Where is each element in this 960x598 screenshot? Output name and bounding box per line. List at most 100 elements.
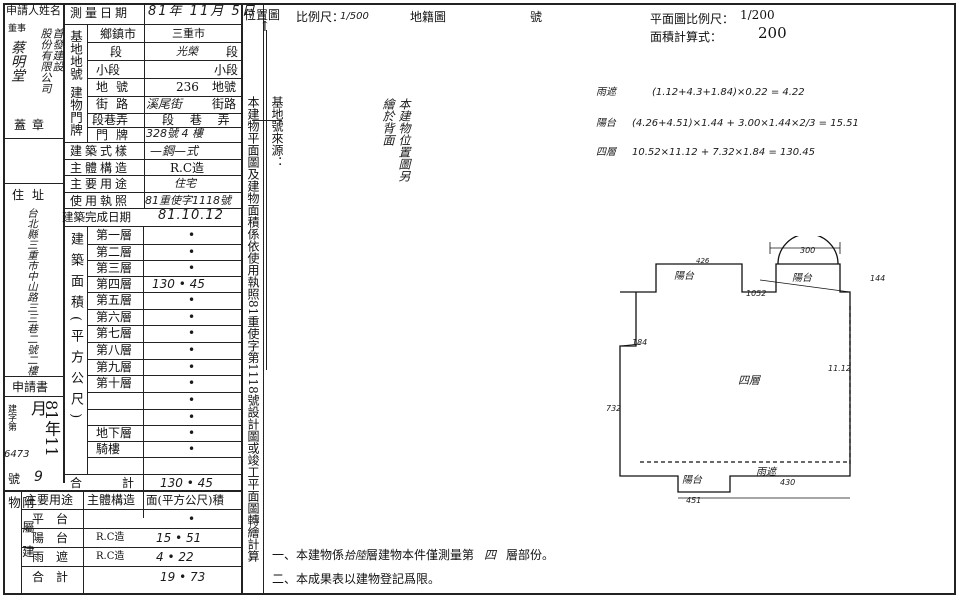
lot-label-right: 地號 [212, 80, 237, 94]
floor-row-name: 第六層 [96, 310, 133, 324]
plan-dim-300: 300 [800, 246, 816, 255]
main-struct-label: 主體構造 [70, 161, 131, 175]
street-value: 溪尾街 [146, 97, 183, 111]
application-label: 申請書 [12, 380, 49, 394]
floor-row-name: 第三層 [96, 261, 133, 275]
attached-row-area: • [188, 512, 196, 526]
applicant-person: 蔡明堂 [9, 40, 25, 82]
north-arrow-icon: ↑ [259, 19, 271, 35]
subsection-label-right: 小段 [214, 63, 239, 77]
floor-row-value: • [188, 228, 196, 242]
location-label: 位置圖 [244, 8, 281, 22]
floor-plan-drawing [619, 236, 851, 499]
plan-dim-1112: 11.12 [828, 364, 851, 373]
floor-row-name: 第二層 [96, 245, 133, 259]
applicant-stamp: 蓋章 [14, 118, 51, 132]
floor-row-value: • [188, 293, 196, 307]
application-word: 建字第 [6, 404, 16, 431]
applicant-developer-line: 首發建設 [50, 28, 64, 118]
struct-style-value: —鋼—式 [150, 144, 199, 158]
floor-row-value: • [188, 393, 196, 407]
floor-row-name: 第九層 [96, 360, 133, 374]
floor-row-name: 第一層 [96, 228, 133, 242]
attached-row-use: 平台 [32, 512, 81, 526]
attached-row-use: 陽台 [32, 531, 81, 545]
main-struct-value: R.C造 [170, 161, 205, 175]
use-value: 住宅 [174, 177, 196, 190]
floor-row-value: • [188, 261, 196, 275]
town-value: 三重市 [172, 27, 205, 40]
lane-value: 段 巷 弄 [162, 113, 236, 127]
plan-balcony-bottom: 陽台 [682, 475, 702, 486]
floor-row-value: • [188, 426, 196, 440]
note1-hand: 拾陸 [344, 549, 367, 562]
floors-group-label: 建築面積(平方公尺) [68, 232, 83, 427]
survey-date-value: 81年 11月 5日 [148, 4, 257, 19]
applicant-role: 董事 [8, 24, 27, 34]
attached-side-label: 附屬建物 [6, 496, 35, 570]
scale-label: 比例尺： [296, 10, 345, 24]
floor-row-value: • [188, 360, 196, 374]
plan-balcony-left: 陽台 [674, 271, 694, 282]
plan-scale-value: 1/200 [740, 8, 775, 22]
formula-balcony-expr: (4.26+4.51)×1.44 + 3.00×1.44×2/3 = 15.51 [632, 118, 859, 129]
attached-header-use: 主要用途 [25, 493, 74, 507]
separate-note: 本建物位置圖另繪於背面 [381, 98, 411, 182]
number-label: 門牌 [96, 128, 137, 142]
plan-rain-label: 雨遮 [756, 467, 776, 478]
note1-suffix: 層部份。 [506, 548, 555, 562]
attached-row-use: 雨遮 [32, 550, 81, 564]
plan-scale-label: 平面圖比例尺： [650, 12, 735, 26]
application-hand-number: 6473 [4, 449, 30, 460]
plan-dim-426: 426 [696, 257, 710, 265]
completion-label: 建築完成日期 [62, 210, 131, 224]
permit-label: 使用執照 [70, 194, 131, 208]
floor-row-value: • [188, 326, 196, 340]
attached-row-area: 4 • 22 [156, 550, 194, 564]
formula-floor-expr: 10.52×11.12 + 7.32×1.84 = 130.45 [632, 147, 816, 158]
applicant-company: 股份有限公司 [39, 28, 52, 94]
note-1: 一、本建物係拾陸層建物本件僅測量第四層部份。 [272, 548, 554, 563]
formula-floor-name: 四層 [596, 147, 616, 158]
formula-balcony-name: 陽台 [596, 118, 616, 129]
number-value: 328號 4 樓 [146, 127, 203, 140]
plan-dim-184: 184 [632, 338, 648, 347]
attached-row-struct: R.C造 [96, 551, 125, 562]
attached-header-struct: 主體構造 [87, 493, 136, 507]
floor-row-name: 地下層 [96, 426, 133, 440]
site-source-label: 基地號來源： [270, 96, 284, 168]
vertical-note: 本建物平面圖及建物面積係依使用執照81重使字第1118號設計圖或竣工平面圖轉繪計… [246, 96, 260, 562]
section-label-left: 段 [110, 45, 123, 59]
floor-row-name: 第七層 [96, 326, 133, 340]
cadastral-label: 地籍圖 [410, 10, 447, 24]
site-block-label: 基地地號 [68, 30, 83, 80]
plan-dim-430: 430 [780, 478, 796, 487]
address-value: 台北縣三重市中山路三三巷二號二樓 [26, 208, 38, 376]
struct-style-label: 建築式樣 [70, 144, 131, 158]
survey-date-label: 測量日期 [70, 6, 131, 20]
formula-rain-expr: (1.12+4.3+1.84)×0.22 = 4.22 [652, 87, 805, 98]
attached-total-value: 19 • 73 [160, 570, 206, 584]
cadastral-number: 號 [530, 10, 543, 24]
subsection-label-left: 小段 [96, 63, 121, 77]
application-number-label: 號 [8, 472, 21, 486]
floor-row-value: • [188, 376, 196, 390]
plan-dim-732: 732 [606, 404, 622, 413]
street-label-right: 街路 [212, 97, 237, 111]
scale-value: 1/500 [340, 11, 369, 22]
floor-row-value: • [188, 442, 196, 456]
lane-label: 段巷弄 [92, 113, 129, 127]
floor-row-name: 第五層 [96, 293, 133, 307]
application-month: 11月 [28, 400, 61, 457]
floor-row-name: 騎樓 [96, 442, 121, 456]
lot-value: 236 [176, 80, 199, 94]
plan-floor-label: 四層 [738, 374, 760, 387]
permit-value: 81重使字1118號 [145, 194, 231, 207]
note1-mid: 層建物本件僅測量第 [366, 548, 475, 562]
door-block-label: 建物門牌 [68, 86, 83, 136]
floor-row-value: • [188, 245, 196, 259]
floor-row-name: 第十層 [96, 376, 133, 390]
plan-dim-1052: 1052 [746, 289, 767, 298]
plan-balcony-right: 陽台 [792, 273, 812, 284]
application-year: 81年 [42, 400, 61, 437]
